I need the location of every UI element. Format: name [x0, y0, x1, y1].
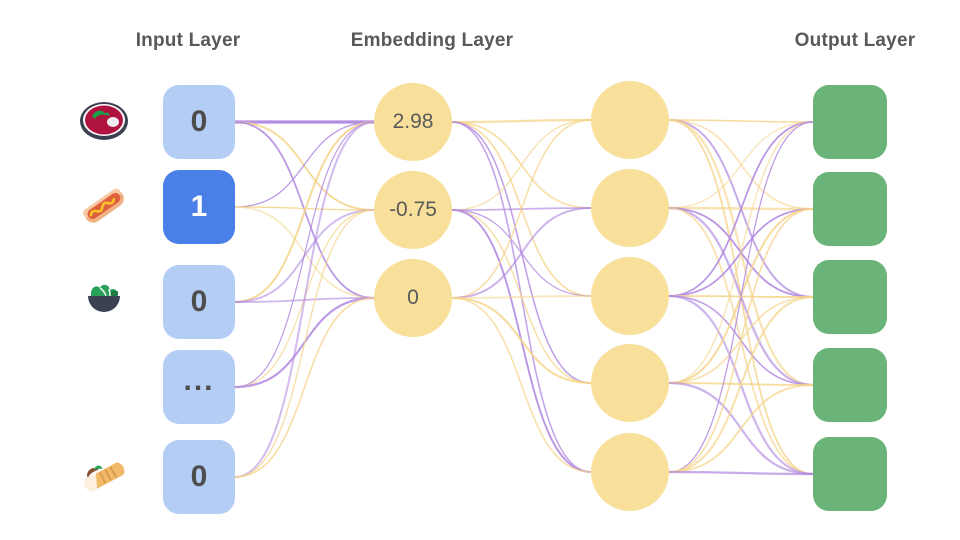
output-box-row-1[interactable] [813, 85, 887, 159]
output-box-row-3[interactable] [813, 260, 887, 334]
embedding-node-1[interactable]: 2.98 [374, 83, 452, 161]
output-box-row-2[interactable] [813, 172, 887, 246]
embedding-node-2[interactable]: -0.75 [374, 171, 452, 249]
input-box-row-1[interactable]: 0 [163, 85, 235, 159]
bowl-of-soup-icon [76, 92, 132, 148]
output-layer-title: Output Layer [794, 30, 916, 51]
input-box-row-4[interactable]: ... [163, 350, 235, 424]
embedding-value: -0.75 [389, 198, 437, 221]
hidden-node-1[interactable] [591, 81, 669, 159]
input-box-row-5[interactable]: 0 [163, 440, 235, 514]
input-box-row-3[interactable]: 0 [163, 265, 235, 339]
hidden-node-2[interactable] [591, 169, 669, 247]
output-box-row-4[interactable] [813, 348, 887, 422]
input-box-row-2[interactable]: 1 [163, 170, 235, 244]
hot-dog-icon [76, 178, 132, 234]
input-value: 1 [190, 190, 208, 223]
embedding-layer-title: Embedding Layer [350, 30, 514, 51]
input-value: ... [183, 364, 215, 397]
input-layer-title: Input Layer [135, 30, 241, 51]
hidden-node-4[interactable] [591, 344, 669, 422]
output-box-row-5[interactable] [813, 437, 887, 511]
input-value: 0 [190, 285, 208, 318]
input-value: 0 [190, 460, 208, 493]
hidden-node-5[interactable] [591, 433, 669, 511]
embedding-value: 2.98 [392, 110, 434, 133]
green-salad-icon [76, 270, 132, 326]
input-value: 0 [190, 105, 208, 138]
hidden-node-3[interactable] [591, 257, 669, 335]
embedding-value: 0 [407, 286, 419, 309]
burrito-icon [76, 448, 132, 504]
embedding-node-3[interactable]: 0 [374, 259, 452, 337]
